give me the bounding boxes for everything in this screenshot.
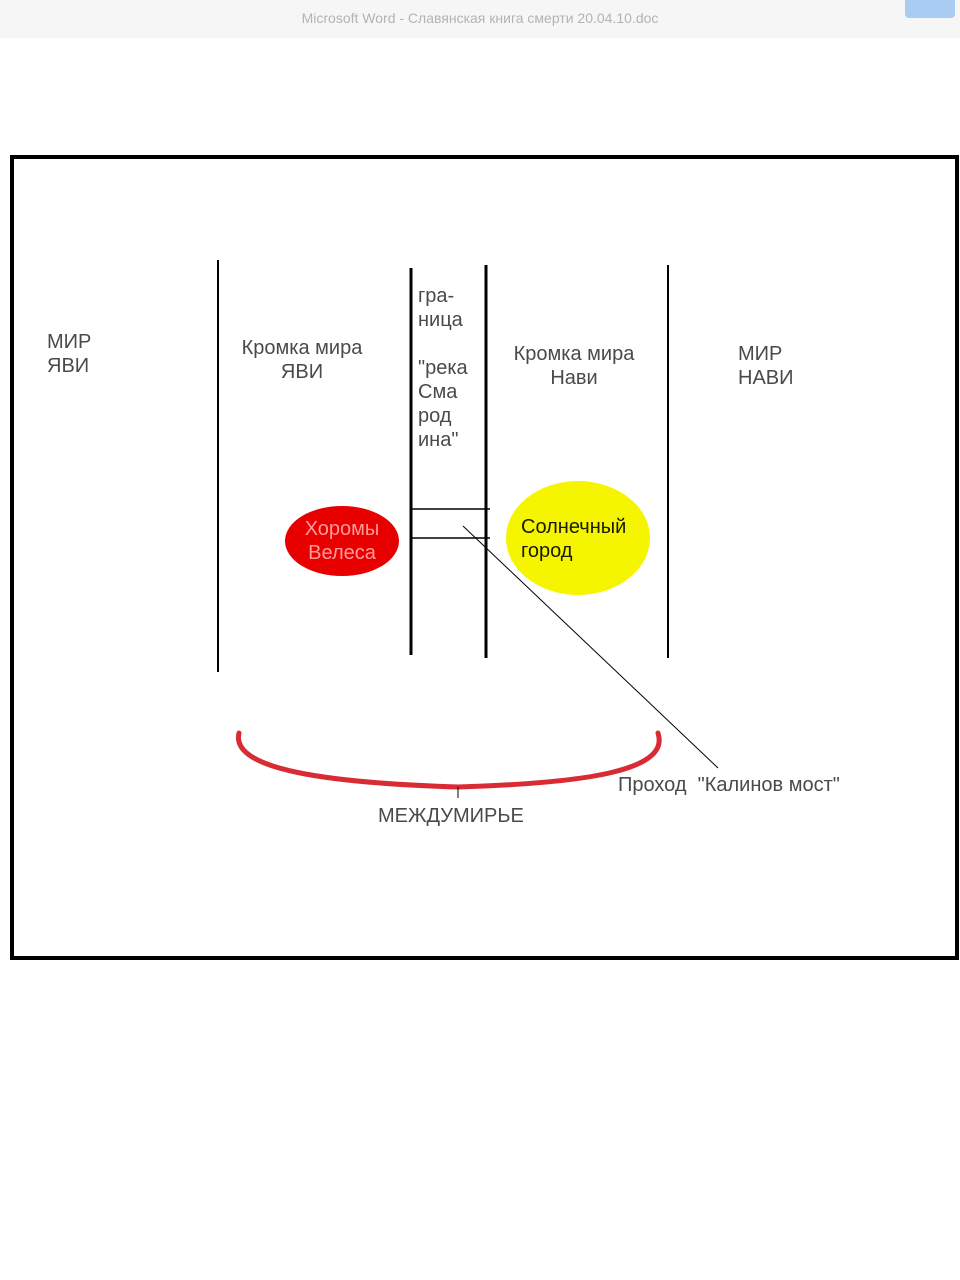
bridge-pointer-line (462, 525, 719, 769)
prohod-label: Проход "Калинов мост" (618, 774, 840, 796)
kromka-yavi-label: Кромка мира ЯВИ (241, 337, 363, 383)
horomy-ellipse (285, 506, 399, 576)
mezhdumirye-brace (236, 730, 662, 790)
corner-tab[interactable] (905, 0, 955, 18)
granitsa-label: гра- ница "река Сма род ина" (418, 285, 468, 451)
kromka-navi-label: Кромка мира Нави (513, 343, 635, 389)
mir-yavi-label: МИР ЯВИ (47, 331, 92, 377)
mir-navi-label: МИР НАВИ (738, 343, 794, 389)
solnechny-ellipse (506, 481, 650, 595)
window-titlebar: Microsoft Word - Славянская книга смерти… (0, 0, 960, 38)
solnechny-label: Солнечный город (521, 516, 627, 562)
mezhdumirye-label: МЕЖДУМИРЬЕ (378, 805, 524, 827)
window-title: Microsoft Word - Славянская книга смерти… (301, 10, 659, 26)
horomy-label: Хоромы Велеса (304, 518, 380, 564)
